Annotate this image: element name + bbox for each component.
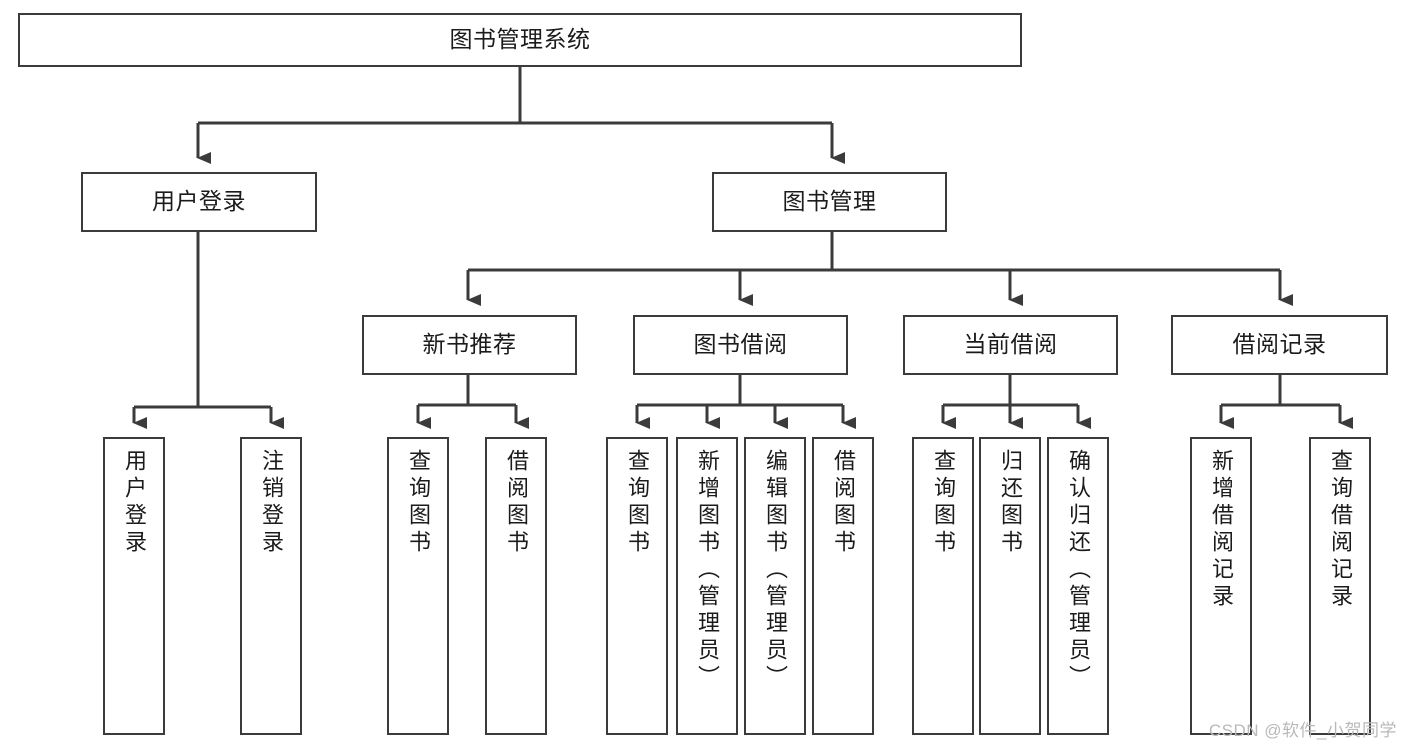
node-label: 当前借阅 [963, 331, 1058, 358]
node-label: 图书管理 [782, 188, 877, 215]
leaf-borrow-record-query-record[interactable]: 查询借阅记录 [1309, 437, 1371, 735]
node-label: 借阅图书 [504, 449, 529, 557]
node-label: 图书借阅 [693, 331, 788, 358]
node-borrowing-record[interactable]: 借阅记录 [1171, 315, 1388, 375]
leaf-new-book-query-books[interactable]: 查询图书 [387, 437, 449, 735]
leaf-user-login-login[interactable]: 用户登录 [103, 437, 165, 735]
node-label: 确认归还（管理员） [1066, 449, 1091, 692]
node-book-borrowing[interactable]: 图书借阅 [633, 315, 848, 375]
node-label: 图书管理系统 [449, 26, 591, 53]
node-label: 借阅图书 [831, 449, 856, 557]
leaf-book-borrow-add-book-admin[interactable]: 新增图书（管理员） [676, 437, 738, 735]
node-label: 编辑图书（管理员） [763, 449, 788, 692]
node-label: 新增图书（管理员） [695, 449, 720, 692]
node-label: 用户登录 [122, 449, 147, 557]
node-current-borrowing[interactable]: 当前借阅 [903, 315, 1118, 375]
leaf-book-borrow-borrow-books[interactable]: 借阅图书 [812, 437, 874, 735]
node-label: 查询图书 [406, 449, 431, 557]
node-new-book-recommendation[interactable]: 新书推荐 [362, 315, 577, 375]
leaf-current-borrow-query-books[interactable]: 查询图书 [912, 437, 974, 735]
node-label: 归还图书 [998, 449, 1023, 557]
node-label: 查询借阅记录 [1328, 449, 1353, 611]
node-label: 查询图书 [931, 449, 956, 557]
node-label: 新书推荐 [422, 331, 517, 358]
node-user-login[interactable]: 用户登录 [81, 172, 317, 232]
leaf-current-borrow-return-books[interactable]: 归还图书 [979, 437, 1041, 735]
node-label: 新增借阅记录 [1209, 449, 1234, 611]
leaf-borrow-record-add-record[interactable]: 新增借阅记录 [1190, 437, 1252, 735]
csdn-watermark: CSDN @软件_小贺同学 [1208, 721, 1397, 740]
node-label: 借阅记录 [1232, 331, 1327, 358]
leaf-book-borrow-edit-book-admin[interactable]: 编辑图书（管理员） [744, 437, 806, 735]
leaf-book-borrow-query-books[interactable]: 查询图书 [606, 437, 668, 735]
node-label: 注销登录 [259, 449, 284, 557]
leaf-new-book-borrow-books[interactable]: 借阅图书 [485, 437, 547, 735]
leaf-user-login-logout[interactable]: 注销登录 [240, 437, 302, 735]
node-book-management[interactable]: 图书管理 [712, 172, 947, 232]
node-root-book-management-system[interactable]: 图书管理系统 [18, 13, 1022, 67]
node-label: 用户登录 [152, 188, 246, 215]
node-label: 查询图书 [625, 449, 650, 557]
leaf-current-borrow-confirm-return-admin[interactable]: 确认归还（管理员） [1047, 437, 1109, 735]
